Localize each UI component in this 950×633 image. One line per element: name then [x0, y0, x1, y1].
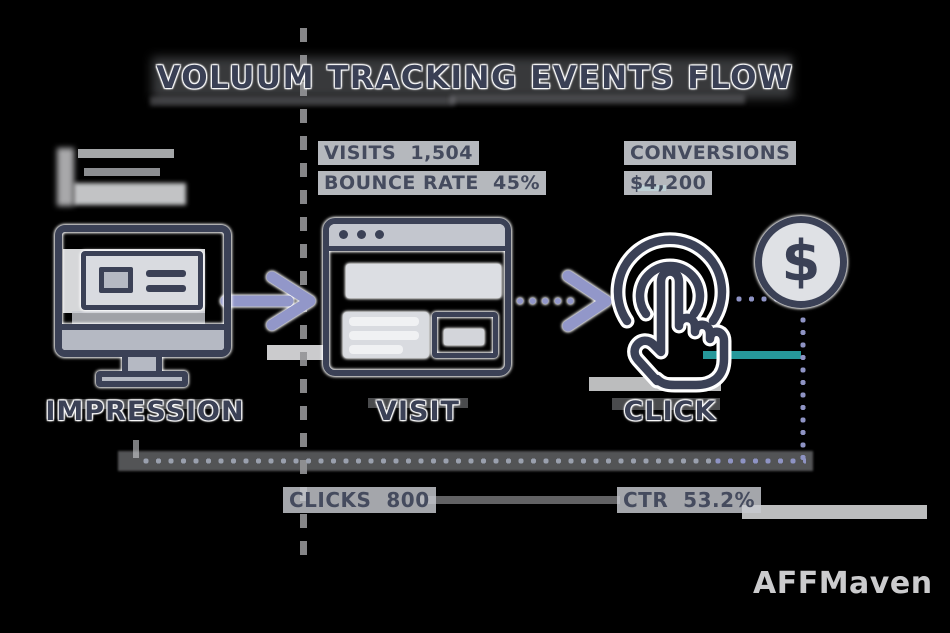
- return-path-left-riser: [133, 440, 139, 458]
- ad-text-line: [146, 270, 186, 277]
- monitor-base: [96, 371, 188, 387]
- conversions-stat-label: CONVERSIONS: [624, 141, 797, 165]
- artifact-smudge: [267, 345, 327, 360]
- tap-click-icon: [610, 232, 732, 393]
- window-dot-icon: [375, 230, 384, 239]
- text-row: [349, 317, 419, 326]
- dollar-symbol: $: [781, 229, 821, 294]
- stage-label-click: CLICK: [623, 396, 717, 427]
- artifact-smudge: [74, 183, 186, 205]
- browser-window-icon: [323, 218, 511, 376]
- landing-subwindow: [432, 312, 498, 358]
- conversions-stat-value: $4,200: [624, 171, 713, 195]
- browser-frame: [323, 218, 511, 376]
- clicks-stat: CLICKS 800: [283, 487, 436, 513]
- bounce-rate-stat: BOUNCE RATE 45%: [318, 171, 547, 195]
- page-title: VOLUUM TRACKING EVENTS FLOW: [156, 60, 794, 96]
- ctr-stat: CTR 53.2%: [617, 487, 762, 513]
- artifact-smudge: [78, 149, 174, 158]
- stage-label-impression: IMPRESSION: [45, 396, 245, 427]
- browser-titlebar: [329, 224, 505, 251]
- arrow-right-dotted-icon: [517, 270, 612, 332]
- window-dot-icon: [357, 230, 366, 239]
- return-path-vertical-dotted: [798, 314, 808, 464]
- return-path-horizontal-dotted-right: [712, 456, 806, 466]
- page-banner-block: [346, 264, 501, 298]
- artifact-smudge: [420, 496, 620, 504]
- ad-text-line: [146, 285, 186, 292]
- return-path-horizontal-dotted: [140, 456, 712, 466]
- monitor-icon: [55, 225, 235, 389]
- artifact-smudge: [742, 505, 927, 519]
- dollar-coin-icon: $: [755, 216, 847, 308]
- ad-card: [81, 251, 203, 310]
- visits-stat: VISITS 1,504: [318, 141, 479, 165]
- text-row: [349, 345, 403, 354]
- stage-label-visit: VISIT: [376, 396, 460, 427]
- arrow-right-icon: [220, 271, 316, 331]
- watermark-text: AFFMaven: [753, 566, 933, 601]
- page-text-block: [343, 312, 429, 358]
- subwindow-block: [444, 329, 484, 345]
- artifact-smudge: [450, 95, 745, 104]
- artifact-smudge: [57, 148, 74, 206]
- window-dot-icon: [339, 230, 348, 239]
- click-to-coin-dotted-connector: [733, 294, 781, 304]
- text-row: [349, 331, 419, 340]
- monitor-stand: [122, 357, 162, 373]
- artifact-smudge: [84, 168, 160, 176]
- ad-thumbnail: [99, 267, 133, 293]
- monitor-bottom-bar: [62, 324, 224, 350]
